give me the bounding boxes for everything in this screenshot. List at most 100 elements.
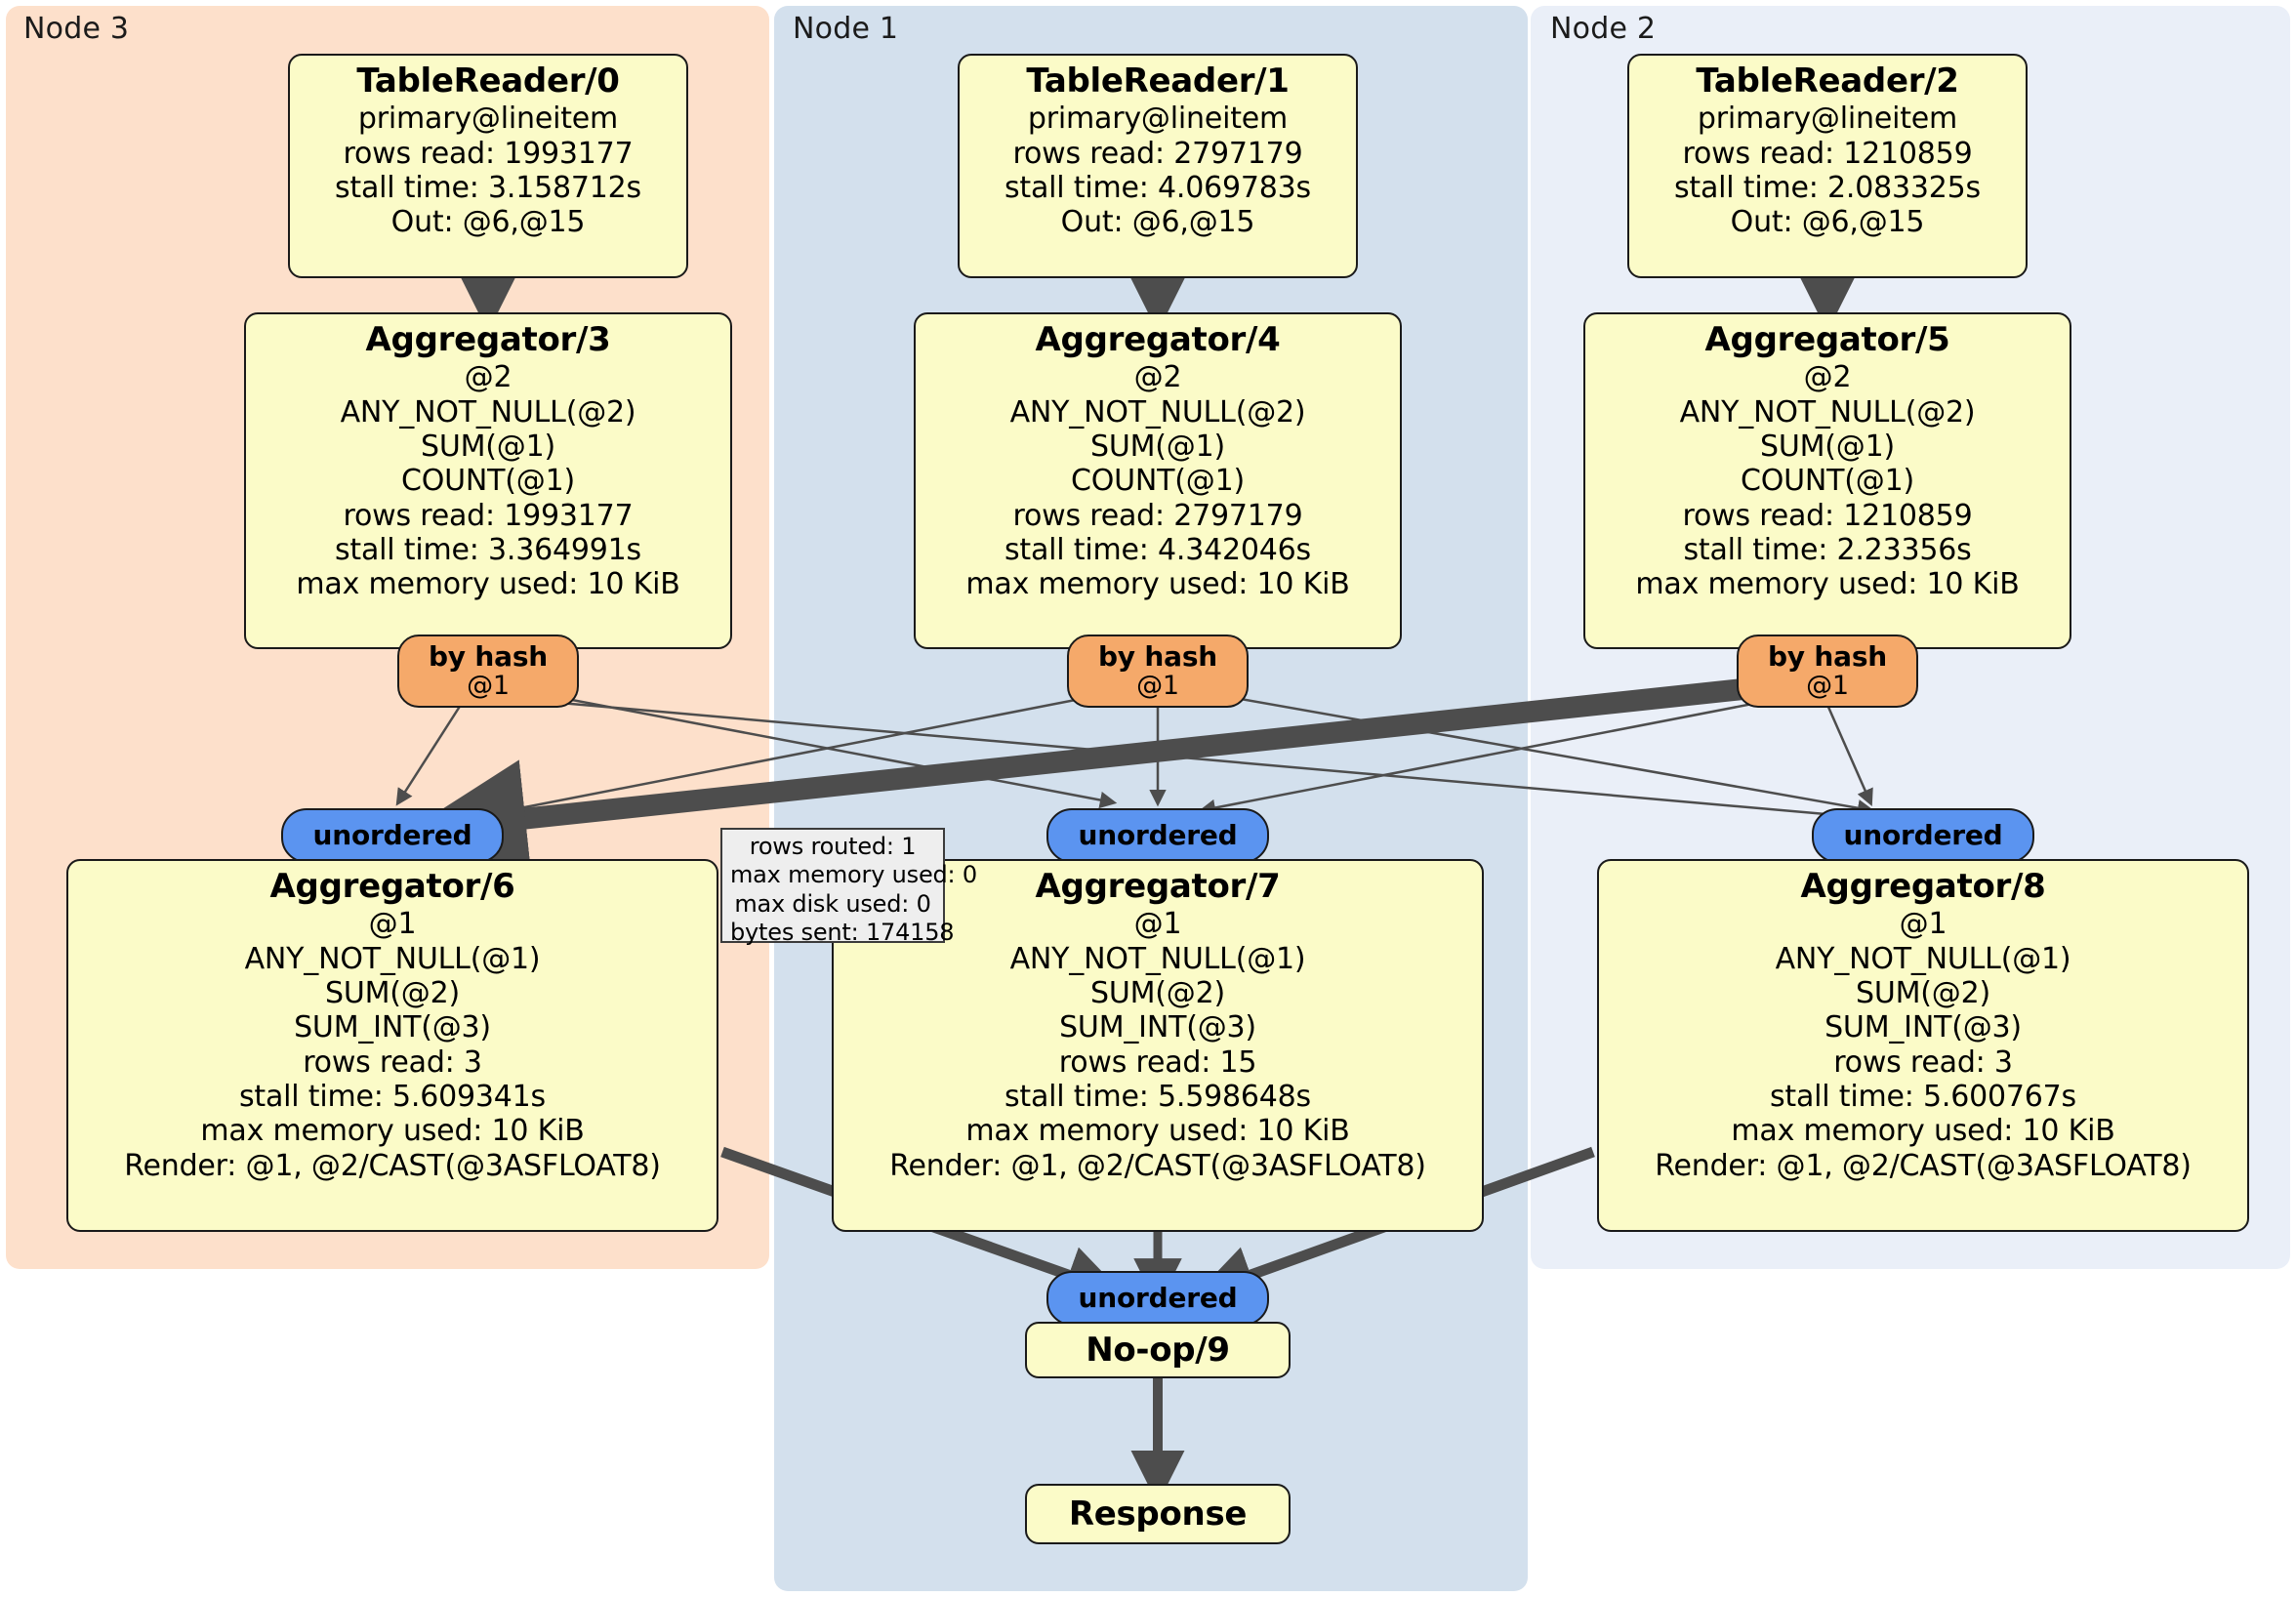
processor-aggregator-4[interactable]: Aggregator/4 @2 ANY_NOT_NULL(@2) SUM(@1)… [914,312,1402,649]
processor-title: No-op/9 [1086,1330,1230,1370]
router-unordered-final[interactable]: unordered [1046,1271,1269,1326]
processor-detail-line: rows read: 2797179 [1012,498,1303,533]
processor-title: Response [1068,1494,1248,1534]
processor-detail-line: COUNT(@1) [1071,464,1245,499]
processor-detail-line: stall time: 2.083325s [1674,170,1981,205]
stats-line-rows-routed: rows routed: 1 [749,833,917,860]
processor-noop-9[interactable]: No-op/9 [1025,1322,1291,1378]
router-unordered-mid[interactable]: unordered [1046,808,1269,863]
router-by-hash-left[interactable]: by hash @1 [397,635,579,708]
processor-detail-line: ANY_NOT_NULL(@1) [1009,941,1306,976]
processor-detail-line: rows read: 1210859 [1682,136,1973,171]
processor-detail-line: SUM_INT(@3) [294,1010,491,1045]
processor-detail-line: SUM(@2) [325,975,460,1010]
processor-detail-line: rows read: 3 [303,1044,482,1080]
processor-detail-line: SUM(@1) [1090,429,1225,464]
router-label: by hash [1097,639,1218,673]
processor-detail-line: primary@lineitem [1027,102,1289,137]
processor-detail-line: Out: @6,@15 [390,205,586,240]
processor-table-reader-0[interactable]: TableReader/0 primary@lineitem rows read… [288,54,688,278]
processor-detail-line: stall time: 5.600767s [1770,1080,2076,1115]
processor-detail-line: COUNT(@1) [401,464,575,499]
processor-title: TableReader/1 [1026,61,1290,101]
processor-detail-line: @2 [464,360,512,395]
node-panel-label-node2: Node 2 [1550,12,1657,46]
router-by-hash-mid[interactable]: by hash @1 [1067,635,1249,708]
router-unordered-left[interactable]: unordered [281,808,504,863]
processor-detail-line: max memory used: 10 KiB [200,1114,585,1149]
processor-detail-line: ANY_NOT_NULL(@1) [1775,941,2071,976]
processor-detail-line: ANY_NOT_NULL(@1) [244,941,541,976]
processor-detail-line: SUM(@2) [1090,975,1225,1010]
processor-detail-line: rows read: 3 [1833,1044,2013,1080]
processor-detail-line: SUM(@2) [1856,975,1990,1010]
processor-detail-line: @1 [1133,907,1182,942]
processor-detail-line: Out: @6,@15 [1730,205,1925,240]
processor-detail-line: max memory used: 10 KiB [1731,1114,2115,1149]
router-label: unordered [312,819,472,852]
processor-detail-line: rows read: 1993177 [343,136,634,171]
processor-title: Aggregator/5 [1704,320,1950,359]
processor-title: TableReader/2 [1696,61,1959,101]
stream-stats-tooltip: rows routed: 1 max memory used: 0 max di… [720,828,977,946]
processor-table-reader-1[interactable]: TableReader/1 primary@lineitem rows read… [958,54,1358,278]
processor-detail-line: rows read: 15 [1058,1044,1257,1080]
processor-title: Aggregator/7 [1035,867,1281,906]
router-label: by hash [428,639,549,673]
processor-detail-line: rows read: 2797179 [1012,136,1303,171]
processor-detail-line: SUM(@1) [421,429,555,464]
processor-detail-line: SUM_INT(@3) [1824,1010,2022,1045]
router-label: unordered [1078,1282,1238,1315]
router-column: @1 [1806,671,1849,702]
router-by-hash-right[interactable]: by hash @1 [1737,635,1918,708]
processor-detail-line: stall time: 5.609341s [239,1080,546,1115]
processor-detail-line: stall time: 3.364991s [335,533,641,568]
processor-detail-line: rows read: 1210859 [1682,498,1973,533]
processor-detail-line: Render: @1, @2/CAST(@3ASFLOAT8) [889,1148,1426,1183]
processor-detail-line: max memory used: 10 KiB [965,1114,1350,1149]
processor-detail-line: max memory used: 10 KiB [1635,567,2020,602]
processor-aggregator-8[interactable]: Aggregator/8 @1 ANY_NOT_NULL(@1) SUM(@2)… [1597,859,2249,1232]
processor-detail-line: stall time: 4.342046s [1004,533,1311,568]
processor-aggregator-5[interactable]: Aggregator/5 @2 ANY_NOT_NULL(@2) SUM(@1)… [1583,312,2071,649]
processor-detail-line: primary@lineitem [1697,102,1958,137]
processor-aggregator-3[interactable]: Aggregator/3 @2 ANY_NOT_NULL(@2) SUM(@1)… [244,312,732,649]
processor-detail-line: Render: @1, @2/CAST(@3ASFLOAT8) [1655,1148,2192,1183]
router-label: by hash [1767,639,1888,673]
processor-detail-line: ANY_NOT_NULL(@2) [1679,394,1976,430]
node-panel-label-node1: Node 1 [793,12,899,46]
processor-detail-line: max memory used: 10 KiB [296,567,680,602]
node-panel-label-node3: Node 3 [23,12,130,46]
router-unordered-right[interactable]: unordered [1812,808,2034,863]
router-column: @1 [1136,671,1179,702]
processor-detail-line: ANY_NOT_NULL(@2) [1009,394,1306,430]
router-label: unordered [1078,819,1238,852]
stats-line-max-disk-used: max disk used: 0 [734,889,931,918]
processor-detail-line: primary@lineitem [357,102,619,137]
processor-aggregator-6[interactable]: Aggregator/6 @1 ANY_NOT_NULL(@1) SUM(@2)… [66,859,718,1232]
processor-detail-line: stall time: 2.23356s [1683,533,1972,568]
stats-line-bytes-sent: bytes sent: 174158 [730,918,955,946]
processor-detail-line: COUNT(@1) [1741,464,1914,499]
processor-detail-line: @1 [368,907,417,942]
processor-detail-line: SUM(@1) [1760,429,1895,464]
processor-detail-line: @2 [1803,360,1852,395]
processor-detail-line: max memory used: 10 KiB [965,567,1350,602]
processor-response[interactable]: Response [1025,1484,1291,1544]
processor-title: Aggregator/8 [1800,867,2046,906]
router-column: @1 [467,671,510,702]
processor-title: Aggregator/6 [269,867,515,906]
processor-title: TableReader/0 [356,61,620,101]
processor-detail-line: rows read: 1993177 [343,498,634,533]
processor-detail-line: stall time: 5.598648s [1004,1080,1311,1115]
processor-table-reader-2[interactable]: TableReader/2 primary@lineitem rows read… [1627,54,2028,278]
processor-detail-line: ANY_NOT_NULL(@2) [340,394,636,430]
processor-detail-line: Render: @1, @2/CAST(@3ASFLOAT8) [124,1148,661,1183]
processor-detail-line: @2 [1133,360,1182,395]
processor-title: Aggregator/4 [1035,320,1281,359]
processor-detail-line: Out: @6,@15 [1060,205,1255,240]
processor-detail-line: @1 [1899,907,1948,942]
stats-line-max-memory-used: max memory used: 0 [730,861,977,889]
processor-detail-line: stall time: 3.158712s [335,170,641,205]
